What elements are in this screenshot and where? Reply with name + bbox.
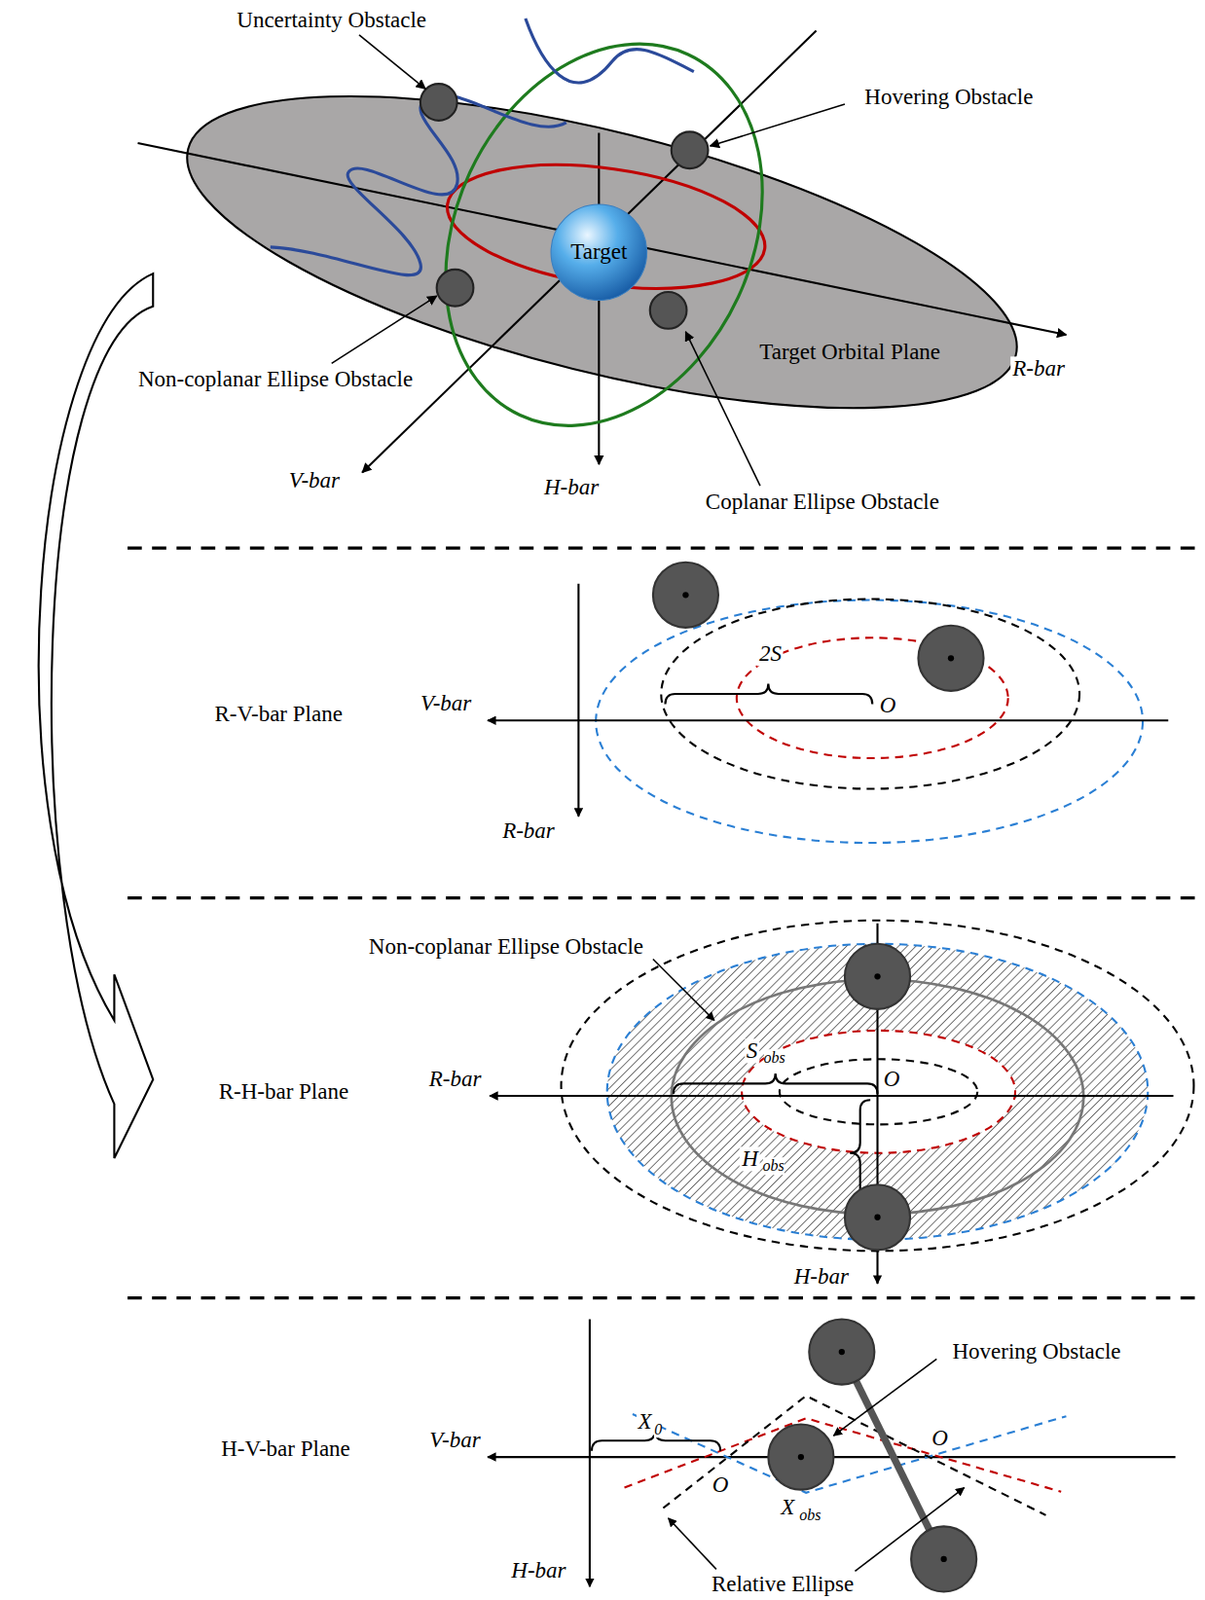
region-label: Target Orbital Plane (759, 339, 941, 365)
rv-plane-art (595, 600, 1143, 843)
hv-plane-art (911, 1526, 977, 1592)
annotation-label: R-V-bar Plane (212, 701, 344, 727)
hv-plane-art (588, 1319, 591, 1588)
hv-plane-art (487, 1319, 1176, 1593)
frame-axes (362, 31, 816, 474)
axis-label: O (929, 1425, 950, 1451)
rh-plane-art (653, 959, 715, 1022)
frame-axes (138, 31, 1067, 474)
rv-plane-art (948, 655, 954, 661)
axis-label: V-bar (427, 1427, 482, 1453)
rv-plane-art (660, 598, 1080, 789)
panel-separators (127, 1296, 1205, 1300)
orbital-plane-region: Target Orbital Plane Target (187, 96, 1017, 409)
annotation-label: Hovering Obstacle (949, 1339, 1123, 1364)
obstacles (420, 83, 458, 121)
hollow-arrow (38, 273, 153, 1159)
annotation-label: R-H-bar Plane (217, 1079, 352, 1104)
panel-separators (127, 896, 1205, 900)
rv-plane-art (682, 591, 689, 598)
hv-plane-art (767, 1424, 834, 1491)
rh-plane-art (844, 944, 911, 1010)
rv-plane-art (653, 562, 719, 628)
obstacles (650, 292, 688, 329)
rv-plane-art (664, 683, 873, 704)
annotation-label: Relative Ellipse (709, 1571, 856, 1597)
axis-label: R-bar (427, 1066, 484, 1092)
annotation-label: Hovering Obstacle (862, 84, 1035, 110)
hv-plane-art (662, 1395, 1046, 1516)
leader-lines (331, 35, 845, 486)
hv-plane-art (854, 1488, 964, 1572)
hv-plane-art (940, 1556, 947, 1563)
rh-plane-art (874, 973, 880, 980)
rh-plane-art (874, 1214, 880, 1221)
rh-plane-art (673, 1073, 878, 1095)
sphere-shape (550, 204, 648, 301)
axis-label: X (778, 1496, 797, 1521)
hv-plane-art (841, 1351, 945, 1560)
annotation-label: Coplanar Ellipse Obstacle (703, 489, 942, 514)
obstacles (671, 131, 709, 169)
panel-separators (127, 547, 1205, 550)
leader-lines (359, 35, 426, 90)
relative-orbits (525, 18, 694, 83)
axis-label: V-bar (418, 692, 474, 717)
obstacles (437, 269, 475, 307)
axis-label: H-bar (792, 1265, 851, 1290)
frame-axes (138, 143, 1067, 335)
hv-plane-art (808, 1319, 875, 1386)
hv-plane-art (839, 1349, 845, 1355)
axis-label: H-bar (509, 1559, 568, 1584)
axis-label: S (744, 1038, 761, 1063)
axis-label: V-bar (287, 468, 342, 493)
axis-label: X (635, 1410, 654, 1435)
axis-label: R-bar (500, 819, 557, 844)
axis-label: O (881, 1066, 903, 1092)
subscript-label: obs (799, 1506, 821, 1525)
axis-label: O (710, 1473, 731, 1498)
relative-orbits (270, 94, 567, 275)
annotation-label: Non-coplanar Ellipse Obstacle (136, 366, 415, 392)
orbital-plane-ellipse (158, 32, 1045, 473)
hv-plane-art (833, 1358, 937, 1436)
annotation-label: H-V-bar Plane (219, 1436, 353, 1461)
rh-plane-art (489, 920, 1194, 1284)
subscript-label: obs (762, 1157, 784, 1175)
relative-orbits (270, 0, 823, 478)
rv-plane-art (577, 584, 580, 817)
subscript-label: 0 (654, 1421, 662, 1439)
rv-plane-art (487, 562, 1169, 843)
rh-plane-art (489, 1095, 1173, 1097)
axis-label: 2S (757, 641, 784, 666)
annotation-label: Uncertainty Obstacle (234, 7, 429, 33)
rv-plane-art (487, 719, 1169, 722)
annotation-label: Non-coplanar Ellipse Obstacle (366, 934, 646, 959)
rh-plane-art (844, 1184, 911, 1250)
axis-label: O (877, 693, 899, 719)
target-sphere: Target (549, 203, 649, 302)
hv-plane-art (668, 1518, 717, 1570)
axis-label: H (739, 1146, 761, 1171)
leader-lines (331, 295, 438, 364)
target-label: Target (570, 239, 627, 264)
hv-plane-art (798, 1454, 804, 1461)
rv-plane-art (917, 625, 984, 692)
relative-orbits (385, 0, 822, 478)
obstacles (420, 83, 709, 329)
leader-lines (710, 104, 845, 147)
panel-separators (127, 547, 1205, 1298)
axis-label: H-bar (542, 474, 601, 500)
axis-label: R-bar (1010, 357, 1067, 382)
relative-orbits (438, 146, 773, 307)
leader-lines (685, 331, 761, 486)
subscript-label: obs (764, 1049, 786, 1067)
